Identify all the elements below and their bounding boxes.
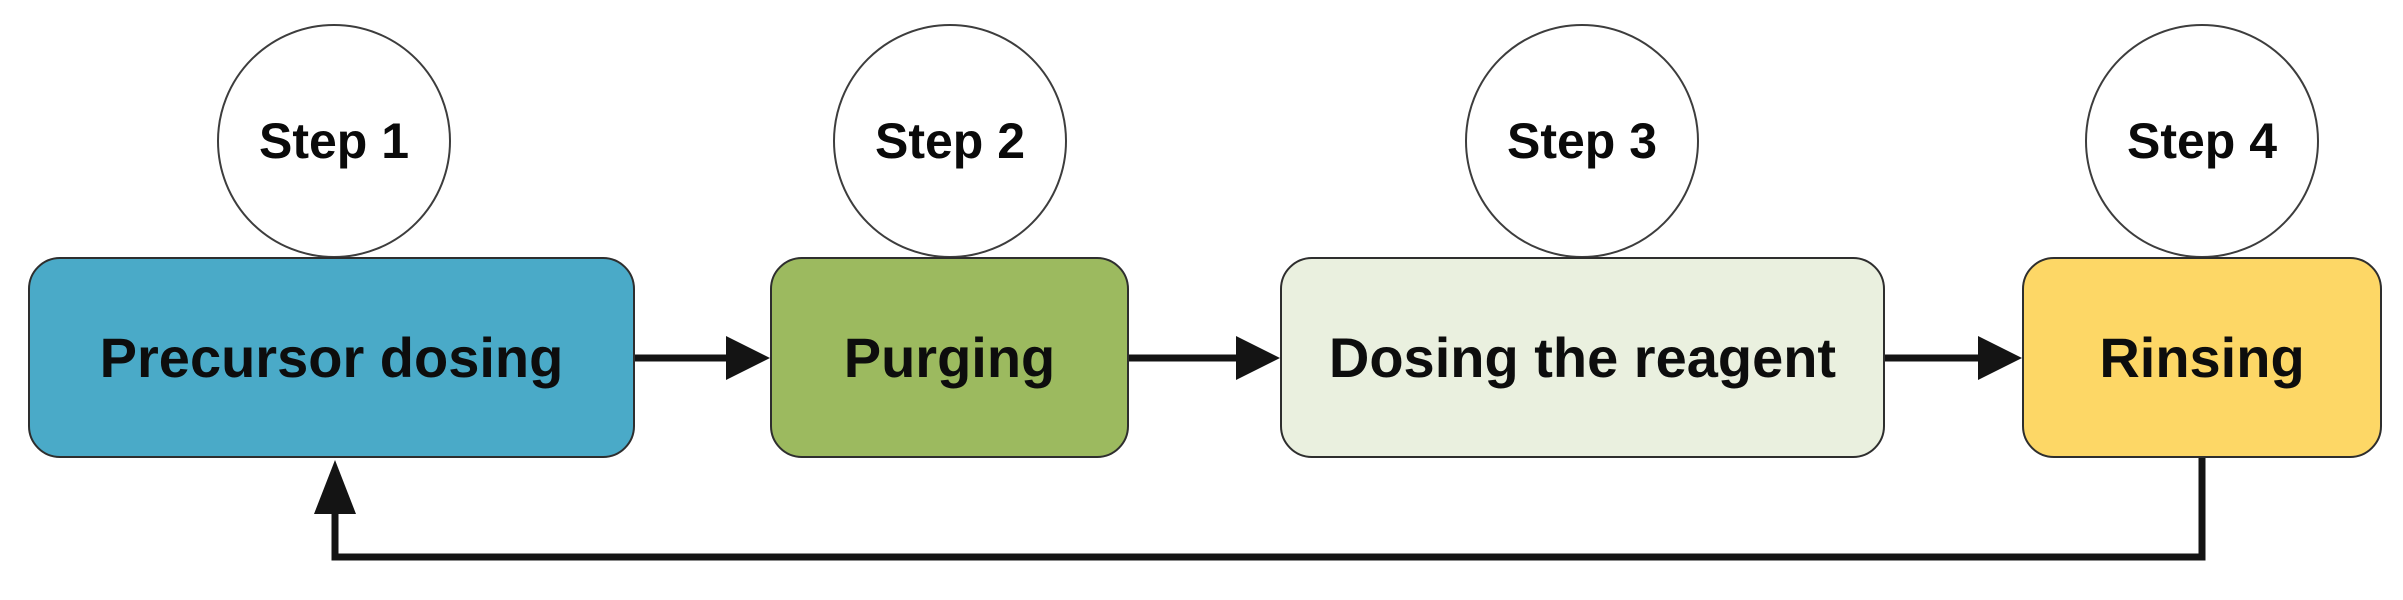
arrowhead-right-3 (1978, 336, 2022, 380)
process-box-dosing-the-reagent: Dosing the reagent (1280, 257, 1885, 458)
arrowhead-right-2 (1236, 336, 1280, 380)
step-circle-3-label: Step 3 (1506, 113, 1658, 169)
process-box-purging: Purging (770, 257, 1129, 458)
arrowhead-right-1 (726, 336, 770, 380)
arrow-step2-to-step3 (1129, 336, 1280, 380)
process-box-precursor-dosing: Precursor dosing (28, 257, 635, 458)
arrow-step3-to-step4 (1885, 336, 2022, 380)
feedback-arrow-step4-to-step1 (314, 458, 2206, 561)
process-box-rinsing: Rinsing (2022, 257, 2382, 458)
process-box-purging-label: Purging (843, 326, 1056, 389)
step-circle-4-label: Step 4 (2126, 113, 2278, 169)
arrowhead-up-feedback (314, 460, 356, 514)
step-circle-1: Step 1 (217, 24, 451, 258)
step-circle-2-label: Step 2 (874, 113, 1026, 169)
step-circle-4: Step 4 (2085, 24, 2319, 258)
process-box-precursor-dosing-label: Precursor dosing (99, 326, 564, 389)
process-box-rinsing-label: Rinsing (2099, 326, 2305, 389)
arrow-step1-to-step2 (635, 336, 770, 380)
step-circle-3: Step 3 (1465, 24, 1699, 258)
process-box-dosing-the-reagent-label: Dosing the reagent (1328, 326, 1837, 389)
step-circle-1-label: Step 1 (258, 113, 410, 169)
step-circle-2: Step 2 (833, 24, 1067, 258)
